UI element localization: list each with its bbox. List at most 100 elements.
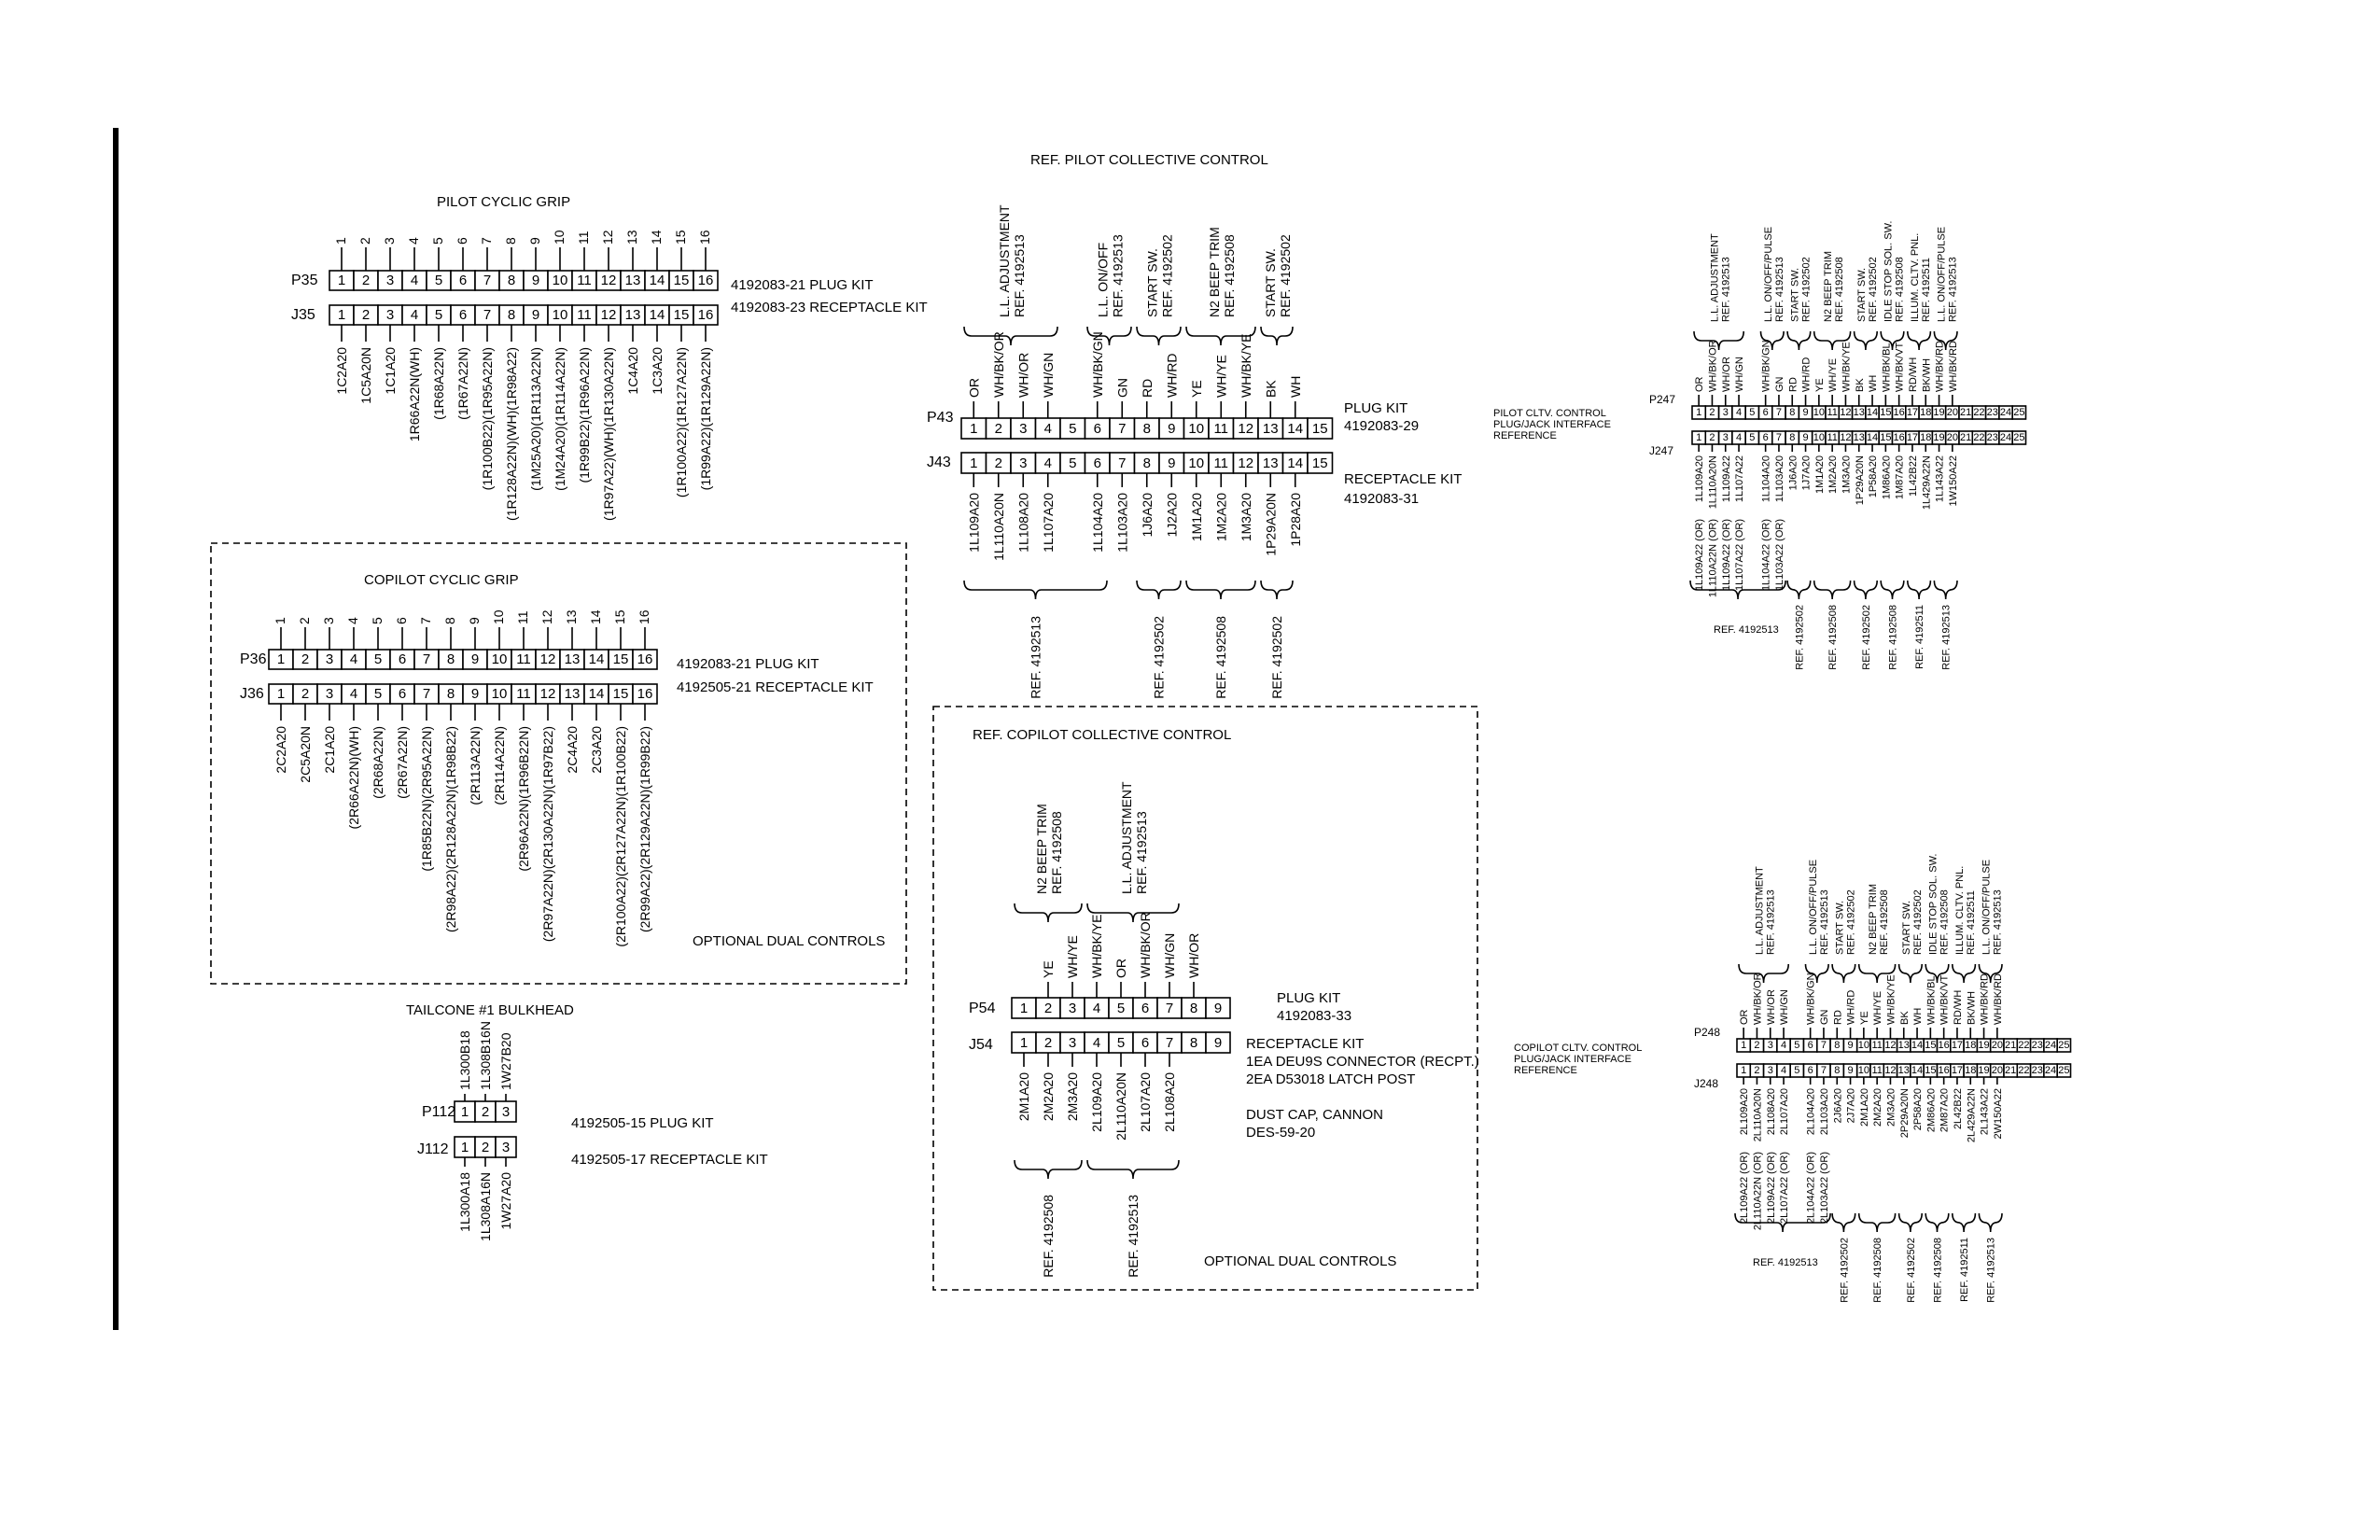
p247-jack-pin-number: 6 xyxy=(1763,432,1769,443)
p54-kit-line2: 4192083-33 xyxy=(1277,1008,1351,1024)
p247-wire-label: 1L104A20 xyxy=(1761,455,1772,502)
p248-bottom-ref: REF. 4192508 xyxy=(1872,1238,1883,1303)
p248-wire-color: WH/RD xyxy=(1846,990,1857,1025)
p247-jack-pin-number: 11 xyxy=(1827,432,1837,443)
p247-wire-label: 1P29A20N xyxy=(1855,455,1866,505)
p43-pin-number: 3 xyxy=(1019,421,1027,437)
p247-plug-pin-number: 15 xyxy=(1880,407,1891,418)
j43-pin-number: 2 xyxy=(995,455,1002,471)
j35-pin-number: 14 xyxy=(650,307,665,323)
p248-jack-pin-number: 14 xyxy=(1911,1065,1923,1076)
p35-lead-number: 3 xyxy=(382,237,397,245)
p247-wire-label: 1L110A20N xyxy=(1707,455,1718,509)
copilot-cyclic-title: COPILOT CYCLIC GRIP xyxy=(364,572,519,588)
j54-dust-cap-note: DUST CAP, CANNON xyxy=(1246,1107,1383,1123)
j43-pin-number: 13 xyxy=(1263,455,1279,471)
p247-wire-alt-label: 1L109A22 (OR) xyxy=(1721,519,1732,591)
j43-pin-number: 1 xyxy=(970,455,977,471)
j36-wire-label: 2C5A20N xyxy=(298,726,313,783)
p54-pin-number: 5 xyxy=(1117,1001,1125,1016)
p247-group-ref: REF. 4192508 xyxy=(1895,257,1906,322)
p43-top-brace xyxy=(1086,326,1132,346)
j36-wire-label: 2C1A20 xyxy=(322,726,337,774)
j36-wire-label: (2R97A22N)(2R130A22N)(1R97B22) xyxy=(540,726,555,942)
p248-plug-pin-number: 14 xyxy=(1911,1040,1923,1051)
j35-pin-number: 11 xyxy=(577,307,592,323)
j43-wire-label: 1M1A20 xyxy=(1189,493,1204,541)
p247-bottom-brace xyxy=(1880,580,1905,600)
j54-pin-number: 7 xyxy=(1166,1035,1173,1051)
p54-bottom-ref: REF. 4192513 xyxy=(1126,1195,1141,1278)
j35-pin-number: 13 xyxy=(625,307,641,323)
p247-bottom-ref: REF. 4192513 xyxy=(1941,605,1953,670)
p248-bottom-ref: REF. 4192511 xyxy=(1959,1238,1970,1302)
p43-pin-cell xyxy=(1307,417,1334,440)
p247-top-brace xyxy=(1759,330,1785,351)
j54-pin-number: 3 xyxy=(1069,1035,1076,1051)
j36-pin-number: 13 xyxy=(565,686,581,702)
p248-wire-label: 2J6A20 xyxy=(1832,1088,1843,1123)
j112-wire-label: 1L300A18 xyxy=(457,1172,472,1232)
p248-jack-label: J248 xyxy=(1694,1077,1718,1090)
j36-pin-number: 5 xyxy=(374,686,382,702)
p247-wire-label: 1M86A20 xyxy=(1881,455,1892,499)
p36-lead-number: 12 xyxy=(539,609,554,624)
p36-pin-number: 16 xyxy=(637,651,653,667)
p248-bottom-ref: REF. 4192508 xyxy=(1933,1238,1944,1303)
p248-plug-pin-number: 5 xyxy=(1794,1040,1799,1051)
p248-plug-pin-number: 17 xyxy=(1952,1040,1963,1051)
p248-bottom-brace xyxy=(1978,1212,2003,1233)
j112-pin-number: 1 xyxy=(461,1140,469,1155)
p248-bottom-brace xyxy=(1857,1212,1897,1233)
p248-plug-pin-number: 22 xyxy=(2018,1040,2029,1051)
p36-pin-number: 15 xyxy=(613,651,629,667)
p43-pin-number: 7 xyxy=(1118,421,1126,437)
p247-wire-color: WH/BK/GN xyxy=(1761,340,1772,392)
p248-jack-pin-number: 1 xyxy=(1741,1065,1746,1076)
p248-top-brace xyxy=(1857,963,1897,984)
p54-wire-color: YE xyxy=(1041,960,1056,978)
p247-wire-alt-label: 1L110A22N (OR) xyxy=(1707,519,1718,597)
p43-pin-number: 10 xyxy=(1188,421,1204,437)
p43-pin-number: 5 xyxy=(1069,421,1076,437)
p247-plug-pin-number: 17 xyxy=(1907,407,1918,418)
p247-jack-pin-number: 10 xyxy=(1813,432,1825,443)
j35-wire-label: (1R99B22)(1R96A22N) xyxy=(577,347,592,483)
p247-bottom-brace xyxy=(1907,580,1932,600)
receptacle-label-j54: J54 xyxy=(969,1037,993,1053)
j35-pin-number: 7 xyxy=(483,307,491,323)
p43-pin-number: 6 xyxy=(1094,421,1101,437)
p248-wire-color: WH/GN xyxy=(1779,989,1790,1025)
p248-plug-pin-number: 18 xyxy=(1965,1040,1976,1051)
p35-lead-number: 8 xyxy=(503,237,518,245)
p43-pin-number: 1 xyxy=(970,421,977,437)
p247-wire-label: 1L429A22N xyxy=(1921,455,1932,510)
p54-bottom-ref: REF. 4192508 xyxy=(1041,1195,1056,1278)
p248-jack-pin-number: 4 xyxy=(1781,1065,1786,1076)
p248-bottom-ref: REF. 4192502 xyxy=(1839,1238,1850,1303)
p247-main-brace xyxy=(1689,580,1786,600)
p248-wire-label: 2L104A20 xyxy=(1806,1088,1817,1135)
p248-wire-color: BK/WH xyxy=(1966,991,1977,1025)
p247-bottom-main-ref: REF. 4192513 xyxy=(1714,624,1779,636)
p247-wire-label: 1J7A20 xyxy=(1801,455,1813,490)
j36-pin-number: 3 xyxy=(326,686,333,702)
p248-wire-color: OR xyxy=(1739,1009,1750,1025)
copilot-cyclic-optional-note: OPTIONAL DUAL CONTROLS xyxy=(693,933,885,949)
p43-wire-color: WH/OR xyxy=(1015,353,1030,398)
j35-wire-label: 1C3A20 xyxy=(650,347,665,395)
j36-wire-label: (1R85B22N)(2R95A22N) xyxy=(419,726,434,872)
p248-jack-pin-number: 16 xyxy=(1939,1065,1950,1076)
j54-pin-number: 4 xyxy=(1093,1035,1100,1051)
p247-plug-pin-number: 25 xyxy=(2013,407,2024,418)
p247-group-label: L.L. ADJUSTMENT xyxy=(1710,233,1721,322)
j43-wire-label: 1M3A20 xyxy=(1239,493,1253,541)
j43-pin-number: 14 xyxy=(1287,455,1303,471)
p248-jack-pin-number: 10 xyxy=(1858,1065,1869,1076)
p247-wire-label: 1J6A20 xyxy=(1787,455,1799,490)
p36-pin-number: 4 xyxy=(350,651,357,667)
p248-top-brace xyxy=(1804,963,1829,984)
p247-wire-label: 1L107A22 xyxy=(1734,455,1745,502)
p248-plug-pin-number: 9 xyxy=(1847,1040,1853,1051)
j35-pin-number: 10 xyxy=(553,307,568,323)
